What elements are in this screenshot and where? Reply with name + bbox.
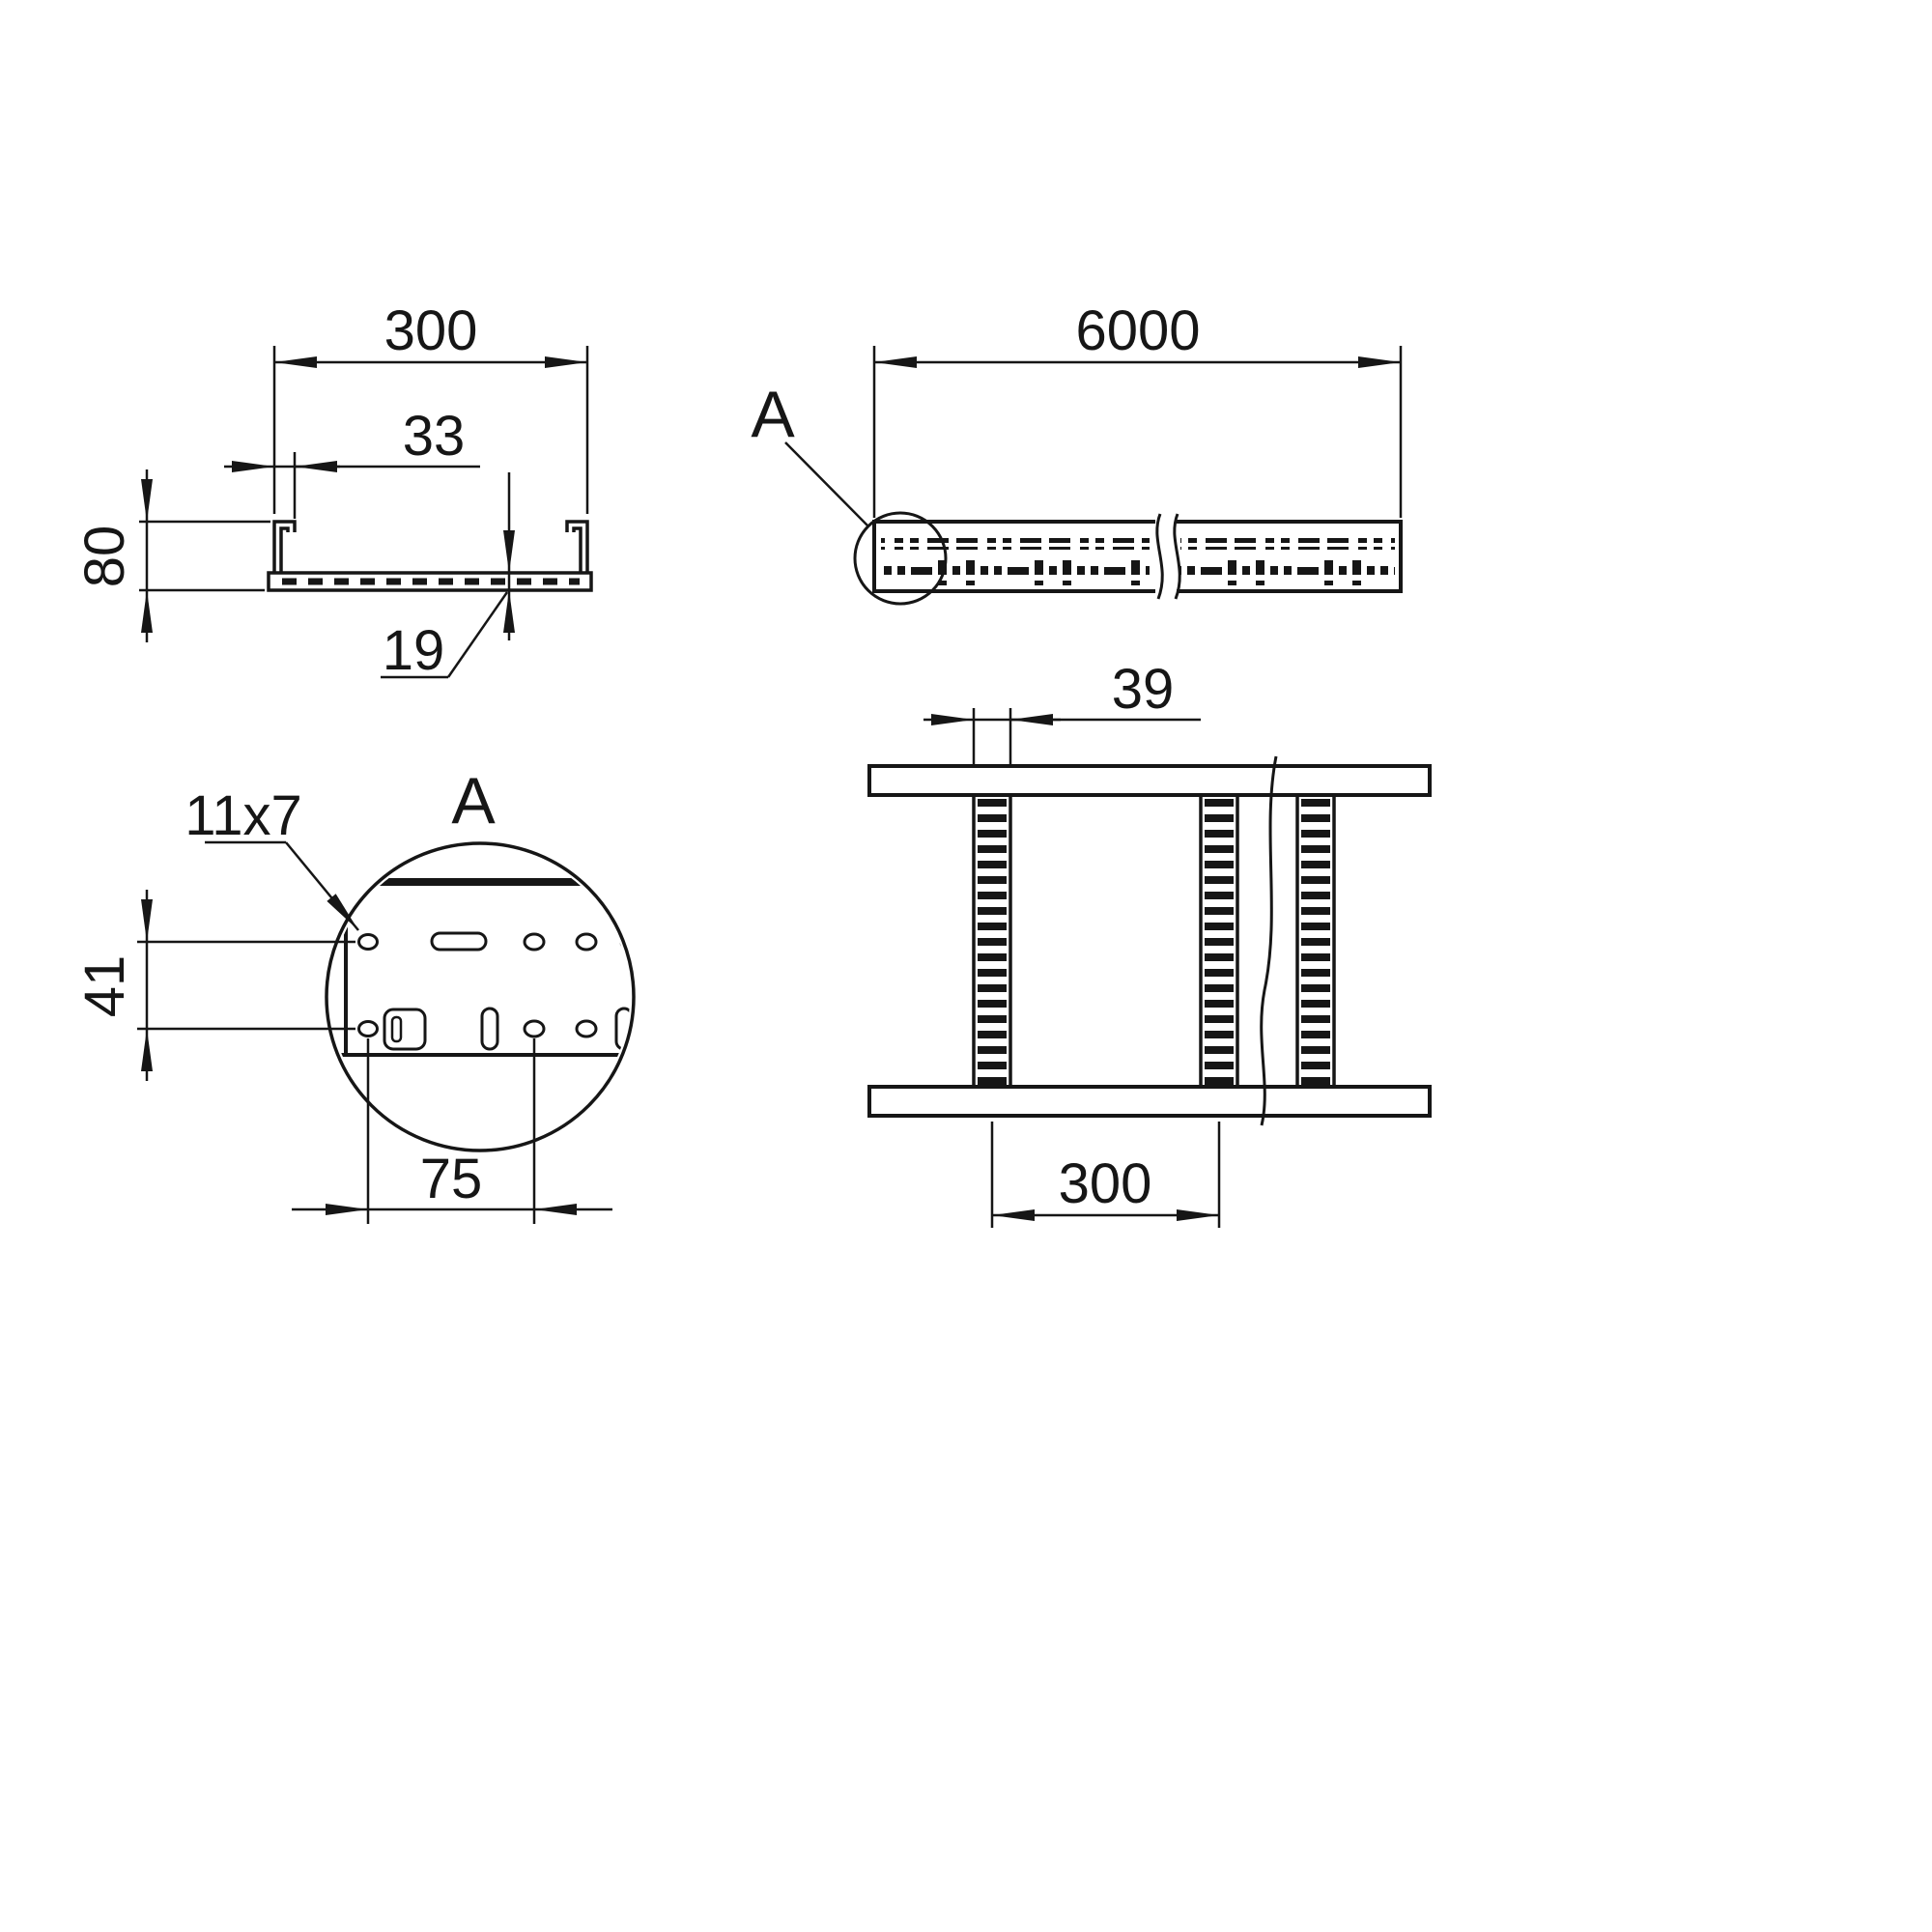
dim-length-label: 6000: [1075, 299, 1200, 362]
callout-hole-size: 11x7: [185, 784, 359, 931]
dim-width-label: 300: [384, 299, 478, 362]
view-detail-a: A 11x7 41 75: [73, 764, 636, 1224]
hole-oblong: [523, 932, 546, 952]
hole-slot: [430, 931, 488, 952]
perforation-row-lower: [881, 560, 1150, 585]
hole-oblong: [575, 1019, 598, 1038]
rung-1: [972, 795, 1012, 1087]
detail-contents: [330, 878, 630, 1057]
clip-bracket: [383, 1008, 427, 1051]
dim-row-spacing: 41: [73, 890, 355, 1081]
dim-rung-pitch: 300: [990, 1122, 1221, 1228]
view-side: A 6000: [751, 299, 1403, 606]
dim-rung-width: 39: [923, 658, 1201, 764]
rung-hatch: [978, 795, 1007, 1087]
view-plan: 39 300: [867, 658, 1432, 1228]
break-line: [1173, 513, 1181, 600]
break-gap: [1155, 516, 1177, 597]
detail-ref-label: A: [751, 378, 795, 451]
clip-bracket-slot: [390, 1015, 403, 1043]
view-cross-section: 300 33 80 19: [73, 299, 593, 682]
tray-right-wall-inner: [572, 526, 582, 573]
detail-circle: [325, 841, 636, 1152]
dim-rung-pitch-label: 300: [1059, 1152, 1152, 1215]
tray-bottom-plate: [267, 571, 593, 592]
tray-side-outline: [872, 520, 1403, 593]
hole-oblong: [357, 933, 379, 951]
break-line: [1155, 513, 1164, 600]
dim-overall-width: 300: [272, 299, 589, 514]
tray-left-wall-outer: [272, 520, 297, 573]
hole-oblong: [357, 1020, 379, 1037]
dim-row-spacing-label: 41: [73, 955, 136, 1018]
leader-line: [446, 591, 509, 678]
rung-2: [1199, 795, 1239, 1087]
dim-rung-width-label: 39: [1112, 658, 1175, 721]
detail-title-label: A: [451, 764, 496, 838]
detail-callout-circle: [853, 511, 948, 606]
tray-left-wall-inner: [279, 526, 290, 573]
side-rail-top: [867, 764, 1432, 797]
perforation-row-upper: [881, 538, 1150, 550]
rung-hatch: [1205, 795, 1234, 1087]
rung-hatch: [1301, 795, 1330, 1087]
break-line: [1260, 755, 1278, 1126]
dim-lip-offset: 33: [224, 405, 480, 519]
perforation-row-lower: [1180, 560, 1395, 585]
tray-right-wall-outer: [565, 520, 589, 573]
dim-thickness-label: 19: [383, 619, 445, 682]
leader-line: [285, 841, 359, 931]
rung-3: [1295, 795, 1336, 1087]
side-rail-bottom: [867, 1085, 1432, 1118]
dim-height: 80: [73, 469, 270, 642]
hole-size-label: 11x7: [185, 784, 301, 847]
hole-oblong: [523, 1019, 546, 1038]
detail-leader-line: [784, 441, 869, 527]
dim-hole-pitch: 75: [292, 1038, 612, 1224]
dim-height-label: 80: [73, 526, 136, 588]
dim-lip-label: 33: [403, 405, 466, 468]
dim-hole-pitch-label: 75: [420, 1148, 483, 1210]
dim-length: 6000: [872, 299, 1403, 518]
hole-oblong: [575, 932, 598, 952]
hole-vertical-slot: [480, 1007, 499, 1051]
perforation-row-upper: [1180, 538, 1395, 550]
dim-base-thickness: 19: [381, 472, 515, 682]
